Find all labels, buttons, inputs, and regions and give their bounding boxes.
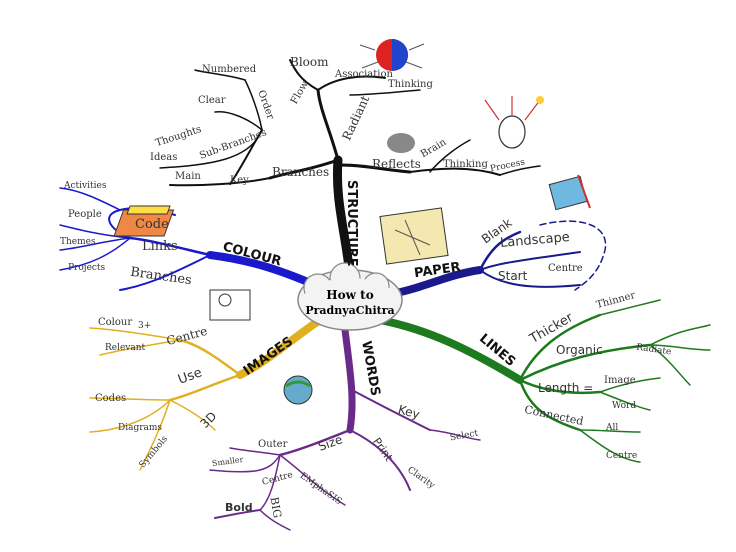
central-topic: How to PradnyaChitra	[300, 270, 400, 330]
thinking-right-label: Thinking	[443, 159, 488, 170]
count-label: 3+	[138, 321, 152, 331]
bloom-label: Bloom	[290, 55, 329, 69]
ideas-label: Ideas	[150, 152, 178, 163]
brain-picture	[359, 39, 425, 71]
codes-label: Codes	[95, 393, 127, 404]
big-label: BIG	[267, 495, 284, 520]
student-picture	[209, 289, 251, 321]
structure-branch	[159, 59, 541, 280]
people-label: People	[68, 209, 102, 220]
words-branch	[209, 326, 481, 531]
organic-label: Organic	[556, 343, 603, 357]
key-label: Key	[230, 175, 249, 186]
word-label: Word	[612, 401, 637, 411]
center-cloud	[297, 262, 403, 331]
main-label: Main	[175, 171, 201, 182]
lines-branch	[376, 299, 711, 463]
bold-label: Bold	[225, 501, 253, 514]
grey-brain-picture	[387, 133, 415, 153]
colour-branch	[59, 187, 319, 291]
notebook-picture	[548, 174, 591, 211]
central-topic-line-1: How to	[326, 288, 374, 302]
start-label: Start	[498, 269, 528, 283]
activities-label: Activities	[64, 181, 107, 191]
length-label: Length =	[538, 381, 594, 395]
thinking-top-label: Thinking	[388, 79, 433, 90]
reflects-label: Reflects	[372, 157, 421, 171]
paper-centre-label: Centre	[548, 263, 583, 274]
relevant-label: Relevant	[105, 343, 146, 353]
images-branch	[89, 316, 324, 471]
paper-sheet-picture	[379, 207, 449, 265]
themes-label: Themes	[60, 237, 96, 247]
projects-label: Projects	[68, 263, 106, 273]
structure-label: STRUCTURE	[344, 180, 359, 267]
clear-label: Clear	[198, 95, 226, 106]
lines-centre-label: Centre	[606, 451, 638, 461]
branches-label: Branches	[272, 165, 330, 179]
association-label: Association	[335, 69, 393, 80]
central-topic-line-2: PradnyaChitra	[305, 304, 395, 317]
image-label: Image	[604, 375, 636, 386]
numbered-label: Numbered	[202, 64, 257, 75]
globe-picture	[283, 375, 313, 405]
books-picture	[113, 205, 175, 237]
code-label: Code	[135, 217, 169, 232]
links-label: Links	[142, 239, 178, 254]
scientist-picture	[484, 96, 544, 149]
all-label: All	[606, 423, 619, 433]
diagrams-label: Diagrams	[118, 423, 163, 433]
colour-count-label: Colour	[98, 317, 133, 328]
outer-label: Outer	[258, 439, 288, 450]
